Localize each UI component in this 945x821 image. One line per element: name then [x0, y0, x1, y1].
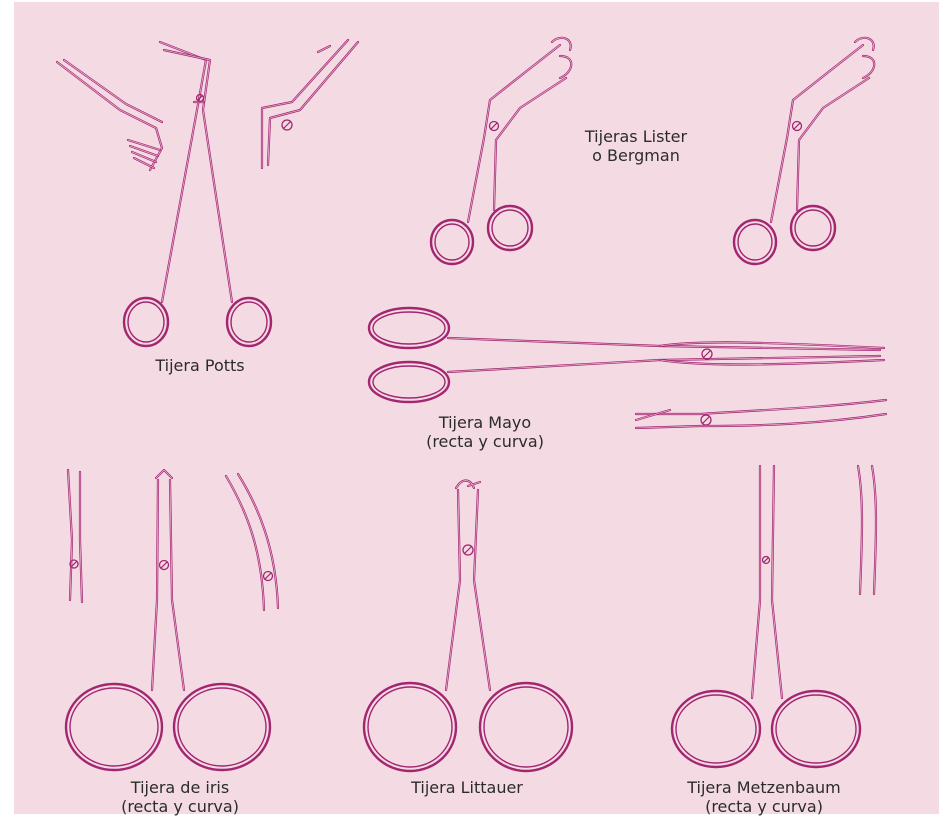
label-iris: Tijera de iris (recta y curva) — [121, 778, 239, 816]
iris-curved-blade-detail — [226, 474, 278, 610]
metzenbaum-scissors — [672, 466, 860, 767]
potts-scissors — [124, 42, 271, 346]
label-lister: Tijeras Lister o Bergman — [585, 127, 687, 165]
label-littauer: Tijera Littauer — [411, 778, 523, 797]
mayo-curved-blade-detail — [636, 400, 886, 428]
potts-tip-detail — [57, 60, 162, 170]
iris-scissors — [66, 470, 270, 770]
label-metzenbaum: Tijera Metzenbaum (recta y curva) — [687, 778, 840, 816]
potts-blade-detail — [262, 40, 358, 168]
label-potts: Tijera Potts — [155, 356, 244, 375]
littauer-scissors — [364, 481, 572, 772]
lister-scissors-left — [431, 38, 571, 264]
label-mayo: Tijera Mayo (recta y curva) — [426, 413, 544, 451]
iris-straight-blade-detail — [68, 470, 82, 602]
lister-scissors-right — [734, 38, 874, 264]
metzenbaum-blade-detail — [858, 466, 876, 594]
mayo-scissors — [369, 308, 884, 402]
